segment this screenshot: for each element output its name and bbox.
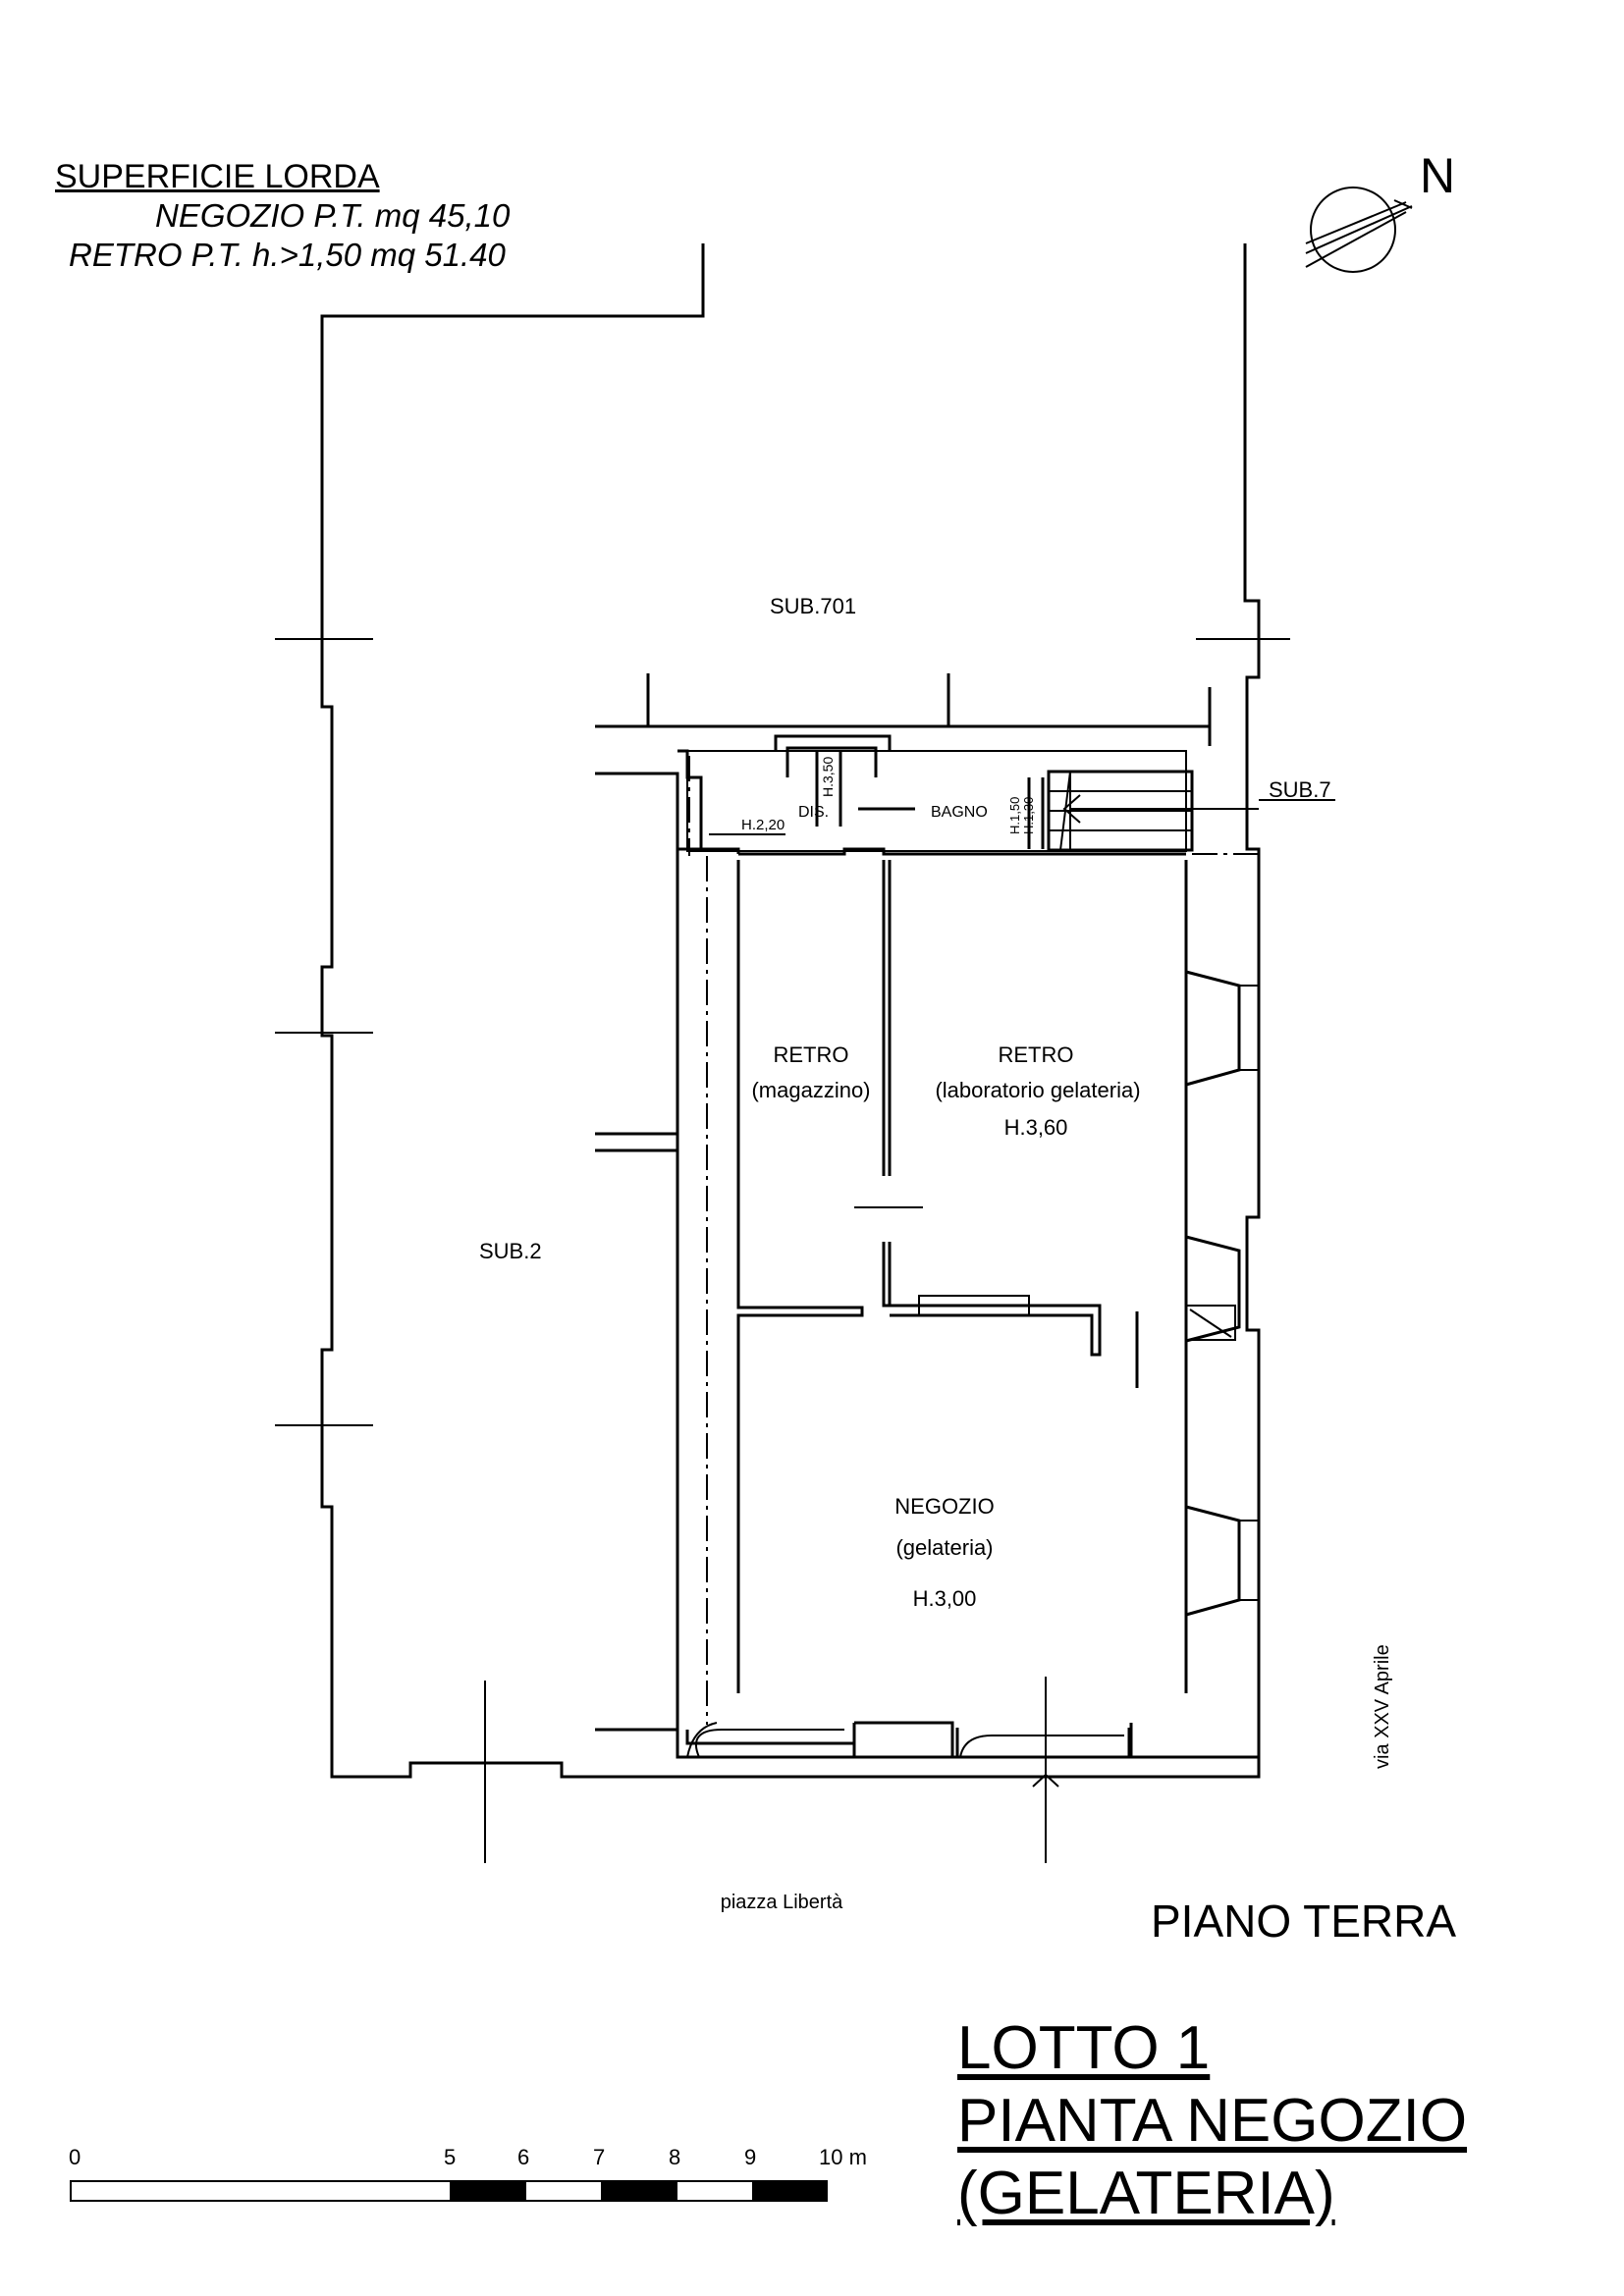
scale-tick-9: 9 bbox=[744, 2145, 756, 2169]
building-outline bbox=[275, 243, 1290, 1863]
label-h300: H.3,00 bbox=[913, 1586, 977, 1611]
scale-tick-5: 5 bbox=[444, 2145, 456, 2169]
title-pianta: PIANTA NEGOZIO bbox=[957, 2087, 1468, 2155]
room-walls bbox=[676, 860, 1259, 1759]
label-laboratorio: (laboratorio gelateria) bbox=[935, 1078, 1140, 1102]
scale-tick-10: 10 m bbox=[819, 2145, 867, 2169]
label-negozio: NEGOZIO bbox=[894, 1494, 994, 1519]
north-label: N bbox=[1420, 148, 1456, 203]
plan-title: LOTTO 1 PIANTA NEGOZIO (GELATERIA) bbox=[957, 2012, 1467, 2230]
right-wall-windows bbox=[1185, 970, 1259, 1617]
label-sub2: SUB.2 bbox=[479, 1239, 542, 1263]
staircase bbox=[1047, 770, 1335, 855]
surface-heading: SUPERFICIE LORDA bbox=[55, 158, 380, 195]
corridor-walls bbox=[595, 756, 708, 1732]
floor-label: PIANO TERRA bbox=[1151, 1896, 1456, 1947]
scale-tick-6: 6 bbox=[517, 2145, 529, 2169]
title-gelateria: (GELATERIA) bbox=[957, 2160, 1335, 2227]
label-sub7: SUB.7 bbox=[1269, 777, 1331, 802]
surface-retro: RETRO P.T. h.>1,50 mq 51.40 bbox=[69, 237, 506, 273]
label-h360: H.3,60 bbox=[1004, 1115, 1068, 1140]
label-retro-magazzino: RETRO bbox=[774, 1042, 849, 1067]
scale-bar: 0 5 6 7 8 9 10 m bbox=[69, 2145, 867, 2202]
label-retro-laboratorio: RETRO bbox=[999, 1042, 1074, 1067]
label-h150: H.1,50 bbox=[1007, 797, 1022, 834]
label-gelateria: (gelateria) bbox=[895, 1535, 993, 1560]
scale-tick-0: 0 bbox=[69, 2145, 81, 2169]
surface-negozio: NEGOZIO P.T. mq 45,10 bbox=[155, 197, 511, 234]
label-h130: H.1,30 bbox=[1021, 797, 1036, 834]
surface-area-note: SUPERFICIE LORDA NEGOZIO P.T. mq 45,10 R… bbox=[55, 157, 510, 275]
service-strip bbox=[677, 734, 1187, 856]
label-bagno: BAGNO bbox=[931, 804, 988, 821]
north-arrow-icon bbox=[1305, 187, 1413, 273]
label-sub701: SUB.701 bbox=[770, 594, 856, 618]
label-dis: DIS. bbox=[798, 804, 829, 821]
label-h220: H.2,20 bbox=[741, 817, 785, 833]
label-magazzino: (magazzino) bbox=[751, 1078, 870, 1102]
street-piazza-liberta: piazza Libertà bbox=[721, 1892, 843, 1913]
title-lotto: LOTTO 1 bbox=[957, 2014, 1211, 2082]
sub701-boundary bbox=[595, 673, 1212, 746]
scale-tick-7: 7 bbox=[593, 2145, 605, 2169]
scale-tick-8: 8 bbox=[669, 2145, 680, 2169]
street-via-xxv-aprile: via XXV Aprile bbox=[1372, 1644, 1393, 1769]
label-h350: H.3,50 bbox=[820, 757, 836, 797]
